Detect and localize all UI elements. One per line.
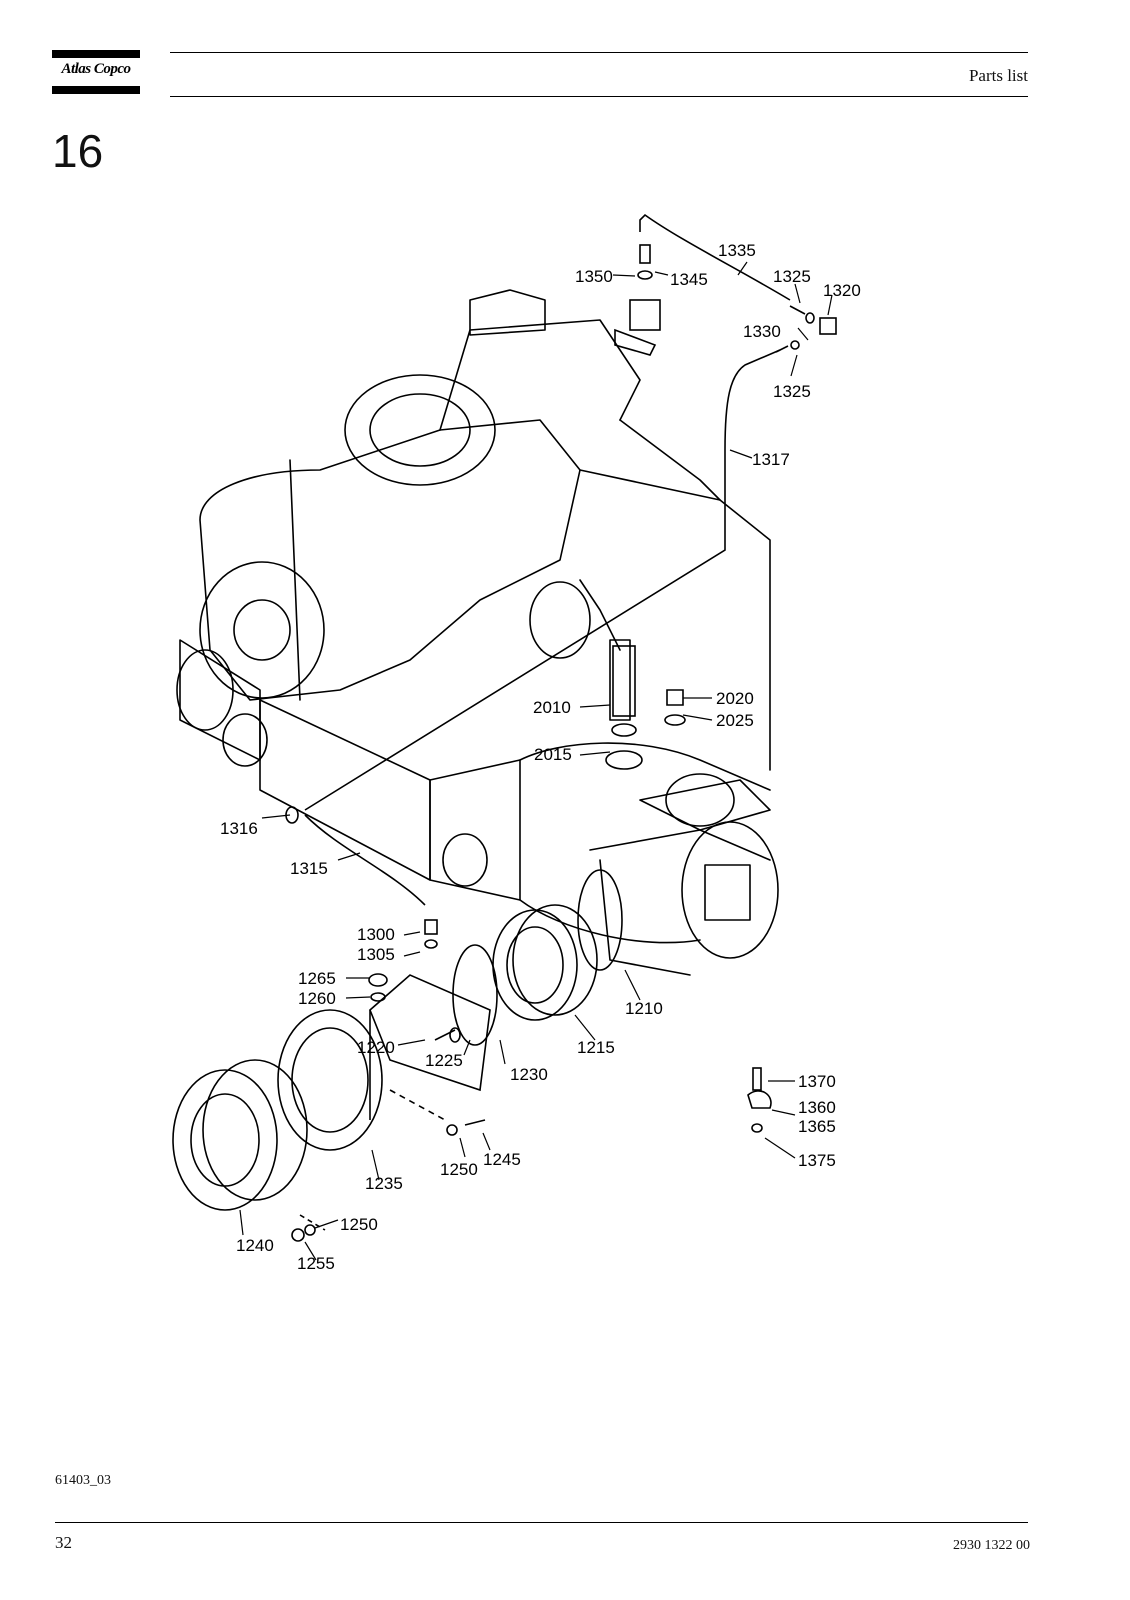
callout-label: 1235 <box>365 1174 403 1193</box>
callout-label: 1365 <box>798 1117 836 1136</box>
callout-labels: 1335 1350 1345 1325 1320 1330 1325 1317 … <box>220 241 861 1273</box>
callout-label: 1320 <box>823 281 861 300</box>
callout-label: 1350 <box>575 267 613 286</box>
callout-label: 1265 <box>298 969 336 988</box>
callout-label: 1360 <box>798 1098 836 1117</box>
callout-label: 2025 <box>716 711 754 730</box>
section-number: 16 <box>52 125 104 177</box>
callout-label: 1220 <box>357 1038 395 1057</box>
callout-label: 1250 <box>340 1215 378 1234</box>
callout-label: 1325 <box>773 382 811 401</box>
leader-lines <box>239 261 833 1261</box>
callout-label: 1317 <box>752 450 790 469</box>
callout-label: 2015 <box>534 745 572 764</box>
drawing-reference: 61403_03 <box>55 1473 111 1488</box>
logo-bar-top <box>52 50 140 58</box>
callout-label: 1240 <box>236 1236 274 1255</box>
pipe-1317 <box>304 349 781 811</box>
logo-wordmark: Atlas Copco <box>61 61 131 77</box>
callout-label: 1245 <box>483 1150 521 1169</box>
loose-parts <box>172 244 837 1242</box>
pipe-1315 <box>304 814 426 906</box>
callout-label: 1305 <box>357 945 395 964</box>
footer-rule <box>55 1522 1028 1523</box>
callout-label: 1345 <box>670 270 708 289</box>
callout-label: 2020 <box>716 689 754 708</box>
page-number: 32 <box>55 1533 72 1552</box>
document-number: 2930 1322 00 <box>953 1538 1030 1553</box>
callout-label: 1215 <box>577 1038 615 1057</box>
callout-label: 1370 <box>798 1072 836 1091</box>
pipes <box>304 213 791 906</box>
callout-label: 1325 <box>773 267 811 286</box>
compressor-assembly-illustration <box>176 289 779 976</box>
callout-label: 1255 <box>297 1254 335 1273</box>
callout-label: 1315 <box>290 859 328 878</box>
callout-label: 1316 <box>220 819 258 838</box>
pipe-1335 <box>639 213 791 301</box>
page-title: Parts list <box>968 66 1028 85</box>
callout-label: 1250 <box>440 1160 478 1179</box>
callout-label: 1230 <box>510 1065 548 1084</box>
callout-label: 1225 <box>425 1051 463 1070</box>
callout-label: 1375 <box>798 1151 836 1170</box>
callout-label: 1210 <box>625 999 663 1018</box>
header-rule-bottom <box>170 96 1028 97</box>
callout-label: 1260 <box>298 989 336 1008</box>
header-rule-top <box>170 52 1028 53</box>
callout-label: 1335 <box>718 241 756 260</box>
callout-label: 1330 <box>743 322 781 341</box>
callout-label: 2010 <box>533 698 571 717</box>
brand-logo: Atlas Copco <box>52 50 140 94</box>
callout-label: 1300 <box>357 925 395 944</box>
logo-bar-bottom <box>52 86 140 94</box>
